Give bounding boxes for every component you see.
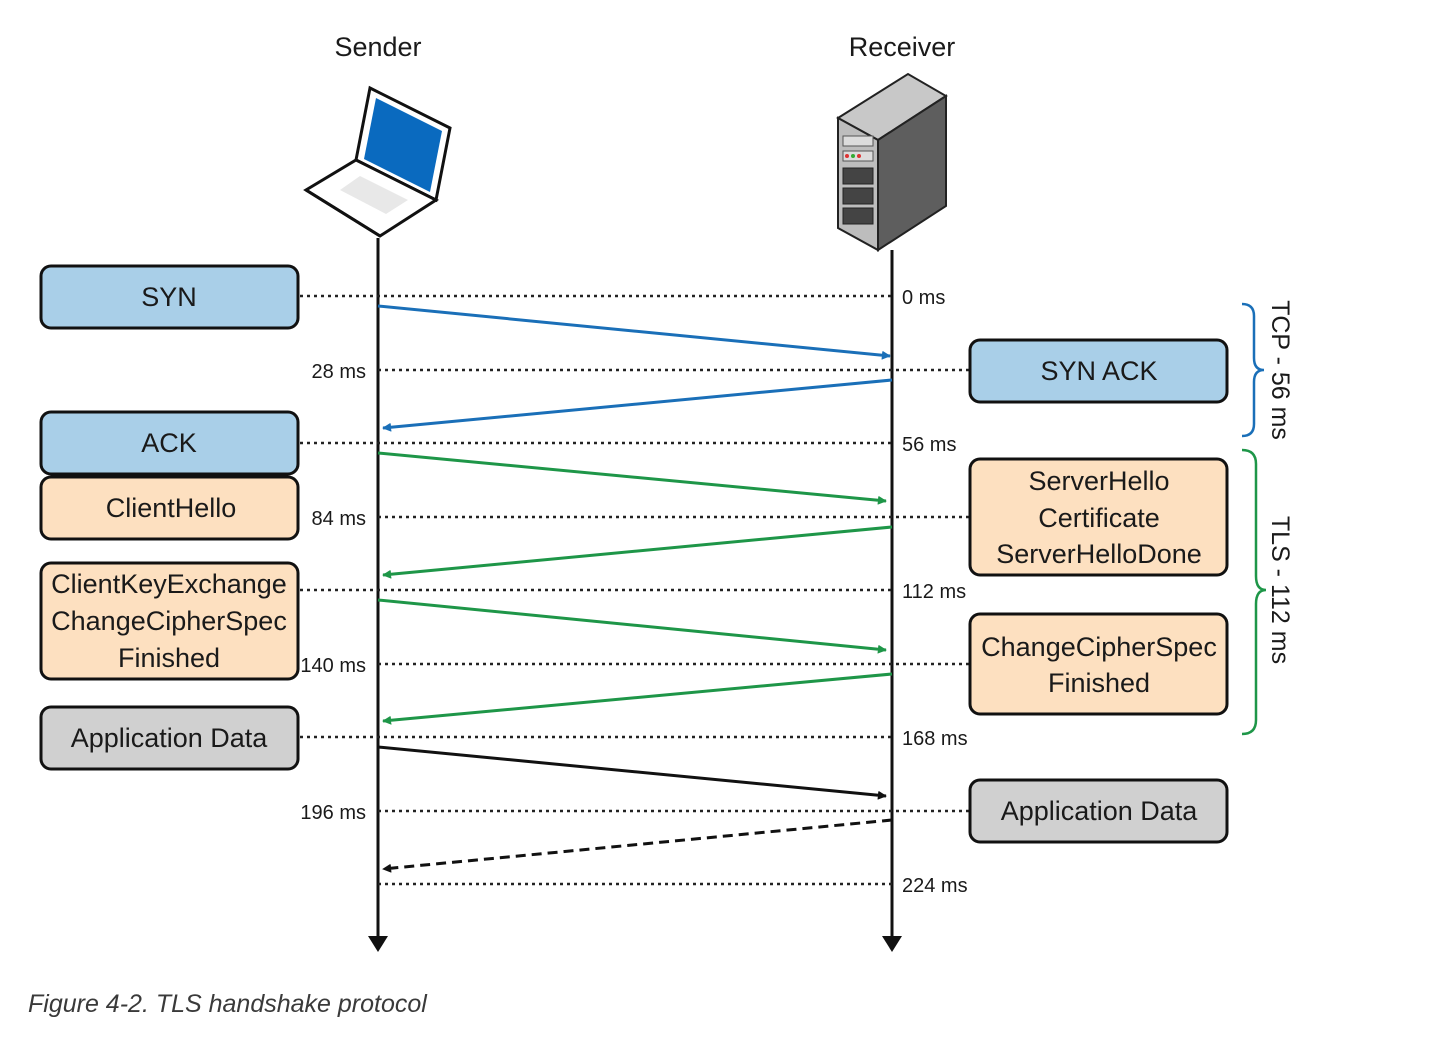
time-label-28: 28 ms — [312, 361, 366, 383]
tls-brace-label: TLS - 112 ms — [1266, 516, 1294, 664]
box-server-app-data-line-1: Application Data — [1001, 796, 1199, 826]
sender-title: Sender — [334, 32, 421, 62]
box-ack-line-1: ACK — [141, 428, 197, 458]
arrow-syn-ack — [382, 378, 893, 432]
box-syn: SYN — [39, 264, 300, 330]
arrow-syn — [377, 304, 891, 360]
box-server-app-data: Application Data — [968, 778, 1229, 844]
box-client-app-data-line-1: Application Data — [71, 723, 269, 753]
arrow-server-finished — [382, 672, 893, 725]
box-syn-ack: SYN ACK — [968, 338, 1229, 404]
box-client-hello: ClientHello — [39, 475, 300, 541]
time-label-140: 140 ms — [300, 655, 366, 677]
box-client-hello-line-1: ClientHello — [106, 493, 237, 523]
figure-caption: Figure 4-2. TLS handshake protocol — [28, 990, 427, 1018]
time-label-56: 56 ms — [902, 434, 956, 456]
box-server-hello-line-1: ServerHello — [1028, 466, 1169, 496]
time-label-196: 196 ms — [300, 802, 366, 824]
box-syn-ack-line-1: SYN ACK — [1040, 356, 1157, 386]
arrow-client-key-exchange — [377, 598, 887, 654]
time-label-112: 112 ms — [902, 581, 966, 603]
sender-lifeline-arrowhead — [368, 936, 388, 952]
box-server-hello-line-3: ServerHelloDone — [996, 539, 1202, 569]
tls-brace — [1241, 448, 1267, 736]
arrow-server-hello — [382, 525, 893, 579]
time-label-84: 84 ms — [312, 508, 366, 530]
box-client-key-exchange-line-1: ClientKeyExchange — [51, 569, 287, 599]
box-client-app-data: Application Data — [39, 705, 300, 771]
receiver-title: Receiver — [849, 32, 956, 62]
time-label-168: 168 ms — [902, 728, 968, 750]
receiver-lifeline-arrowhead — [882, 936, 902, 952]
arrow-client-hello — [377, 451, 887, 505]
box-server-hello-line-2: Certificate — [1038, 503, 1160, 533]
tcp-brace-label: TCP - 56 ms — [1266, 300, 1294, 440]
laptop-icon — [303, 85, 452, 238]
server-icon — [836, 72, 948, 252]
time-label-224: 224 ms — [902, 875, 968, 897]
box-server-finished-line-1: ChangeCipherSpec — [981, 632, 1217, 662]
box-syn-line-1: SYN — [141, 282, 197, 312]
box-client-key-exchange-line-3: Finished — [118, 643, 220, 673]
box-server-finished: ChangeCipherSpec Finished — [968, 612, 1229, 716]
box-server-finished-line-2: Finished — [1048, 668, 1150, 698]
time-guides — [300, 294, 970, 886]
box-server-hello: ServerHello Certificate ServerHelloDone — [968, 457, 1229, 577]
time-label-0: 0 ms — [902, 287, 945, 309]
arrow-server-app-data — [382, 818, 893, 873]
box-client-key-exchange-line-2: ChangeCipherSpec — [51, 606, 287, 636]
box-client-key-exchange: ClientKeyExchange ChangeCipherSpec Finis… — [39, 561, 300, 681]
tcp-brace — [1241, 302, 1265, 438]
arrow-client-app-data — [377, 745, 887, 800]
box-ack: ACK — [39, 410, 300, 476]
